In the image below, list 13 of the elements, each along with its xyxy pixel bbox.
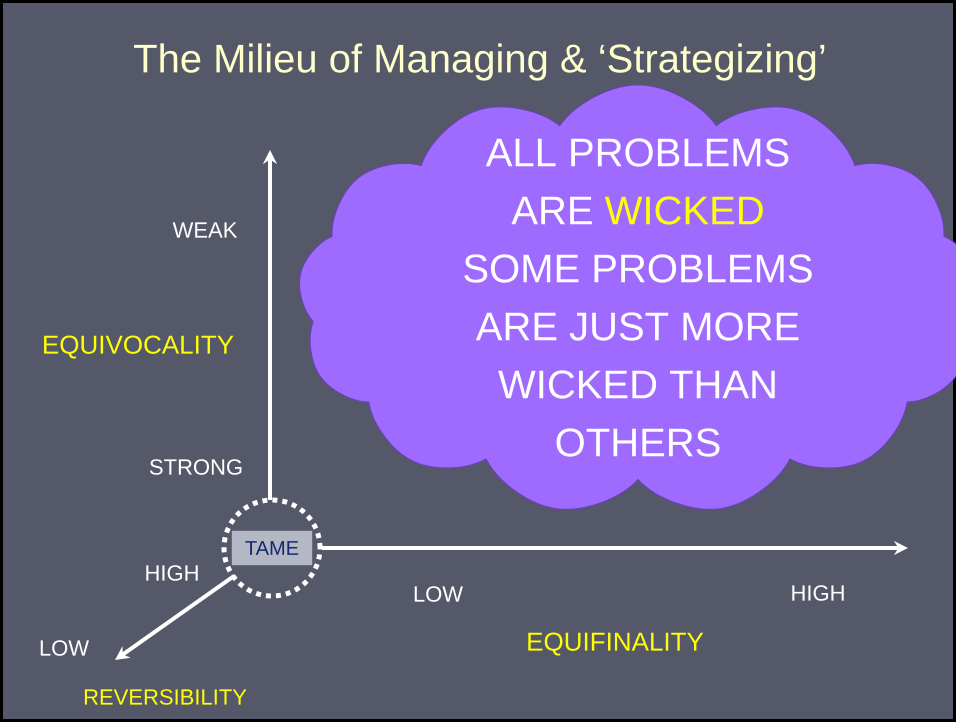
axis-title: REVERSIBILITY (84, 689, 246, 705)
axis-label: LOW (414, 586, 463, 602)
axis-label: WEAK (172, 222, 238, 238)
axis-title: EQUIFINALITY (528, 632, 704, 656)
axis-label: HIGH (792, 585, 844, 601)
axis-label: HIGH (146, 565, 198, 581)
axis-title: EQUIVOCALITY (44, 335, 234, 359)
label-box: TAME (232, 530, 312, 566)
dotted-circle (222, 498, 322, 598)
cloud: ALL PROBLEMS ARE WICKED SOME PROBLEMS ARE JUST MORE WICKED THAN OTHERS (299, 84, 956, 510)
title: The Milieu of Managing & ‘Strategizing’ (134, 43, 824, 81)
axis-label: STRONG (150, 459, 242, 475)
axis-label: LOW (40, 640, 89, 656)
